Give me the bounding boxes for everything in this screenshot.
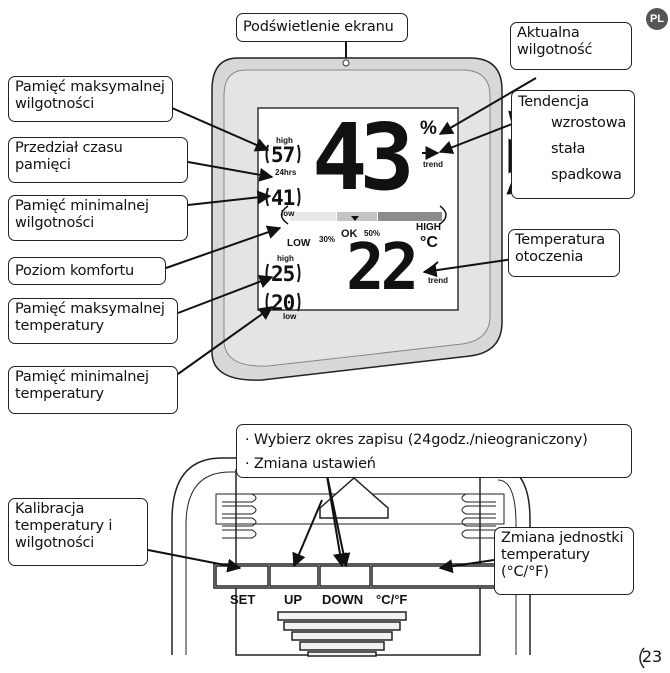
comfort-bar-low	[290, 212, 336, 221]
up-button-shape	[269, 565, 319, 587]
leader-up	[292, 499, 323, 568]
down-button-label[interactable]: DOWN	[322, 592, 364, 607]
comfort-50-label: 50%	[364, 229, 381, 238]
comfort-bar-high	[378, 212, 442, 221]
lcd-low-label-2: low	[283, 312, 297, 321]
comfort-high-label: HIGH	[416, 222, 441, 233]
record-period-label: · Wybierz okres zapisu (24godz./nieogran…	[245, 432, 588, 448]
trend-up-label: wzrostowa	[551, 115, 627, 131]
callout-max-humidity-memory: Pamięć maksymalnej wilgotności	[8, 76, 173, 122]
backlight-sensor	[342, 59, 350, 67]
lcd-trend-label-bottom: trend	[428, 276, 448, 285]
down-button-shape	[319, 565, 371, 587]
callout-backlight: Podświetlenie ekranu	[236, 13, 408, 42]
lcd-low-label-1: low	[281, 209, 295, 218]
leader-min-temp	[177, 306, 274, 375]
battery-ribs	[277, 611, 407, 657]
leader-max-humidity	[171, 107, 270, 152]
leader-comfort	[165, 225, 282, 269]
page-number: 23	[641, 647, 663, 666]
lcd-max-humidity: 57	[271, 143, 295, 167]
set-button-label[interactable]: SET	[230, 592, 256, 607]
callout-max-temp-memory: Pamięć maksymalnej temperatury	[8, 298, 178, 344]
vent-slots	[222, 493, 496, 539]
trend-stable-label: stała	[551, 141, 586, 157]
callout-comfort-level: Poziom komfortu	[8, 257, 166, 285]
leader-set	[147, 549, 242, 573]
leader-trend	[438, 123, 513, 154]
trend-down-label: spadkowa	[551, 167, 622, 183]
callout-unit-change: Zmiana jednostki temperatury (°C/°F)	[494, 527, 634, 595]
comfort-30-label: 30%	[319, 235, 336, 244]
comfort-pointer-icon	[351, 216, 359, 221]
change-settings-label: · Zmiana ustawień	[245, 456, 376, 472]
callout-trend: Tendencja wzrostowa stała spadkowa	[511, 90, 635, 199]
lcd-min-temp: 20	[271, 291, 295, 315]
up-button-label[interactable]: UP	[284, 592, 303, 607]
leader-unit	[438, 559, 495, 574]
unit-button-shape	[371, 565, 513, 587]
leader-ambient-temp	[422, 258, 514, 278]
leader-max-temp	[177, 274, 274, 314]
comfort-ok-label: OK	[341, 228, 358, 240]
unit-button-label[interactable]: °C/°F	[376, 592, 408, 607]
leader-lines	[165, 42, 537, 375]
lcd-humidity-value: 43	[312, 104, 415, 211]
lcd-temperature-value: 22	[346, 231, 419, 305]
hanging-hole	[319, 476, 389, 519]
callout-current-humidity: Aktualna wilgotność	[510, 22, 632, 70]
callout-back-functions: · Wybierz okres zapisu (24godz./nieogran…	[236, 424, 632, 478]
lcd-humidity-unit: %	[420, 118, 437, 139]
trend-title: Tendencja	[518, 94, 589, 110]
callout-min-humidity-memory: Pamięć minimalnej wilgotności	[8, 195, 188, 241]
leader-min-humidity	[187, 190, 272, 206]
lcd-high-label-1: high	[276, 136, 293, 145]
lcd-max-temp: 25	[271, 262, 295, 286]
lcd-trend-label-top: trend	[423, 160, 443, 169]
comfort-low-label: LOW	[287, 238, 311, 249]
lcd-high-label-2: high	[277, 254, 294, 263]
callout-time-interval: Przedział czasu pamięci	[8, 137, 188, 183]
device-front-view	[211, 57, 503, 381]
lcd-hrs-label: 24hrs	[275, 168, 297, 177]
leader-current-humidity	[438, 77, 537, 135]
device-back-view	[171, 457, 531, 657]
lcd-temperature-unit: °C	[420, 234, 438, 251]
callout-ambient-temp: Temperatura otoczenia	[508, 229, 620, 277]
comfort-bracket-left	[280, 205, 289, 225]
language-badge: PL	[646, 8, 668, 30]
set-button-shape	[215, 565, 269, 587]
comfort-bracket-right	[439, 205, 447, 225]
callout-calibration: Kalibracja temperatury i wilgotności	[8, 498, 148, 566]
leader-time-interval	[187, 161, 274, 182]
callout-min-temp-memory: Pamięć minimalnej temperatury	[8, 366, 178, 414]
lcd-min-humidity: 41	[271, 186, 295, 210]
